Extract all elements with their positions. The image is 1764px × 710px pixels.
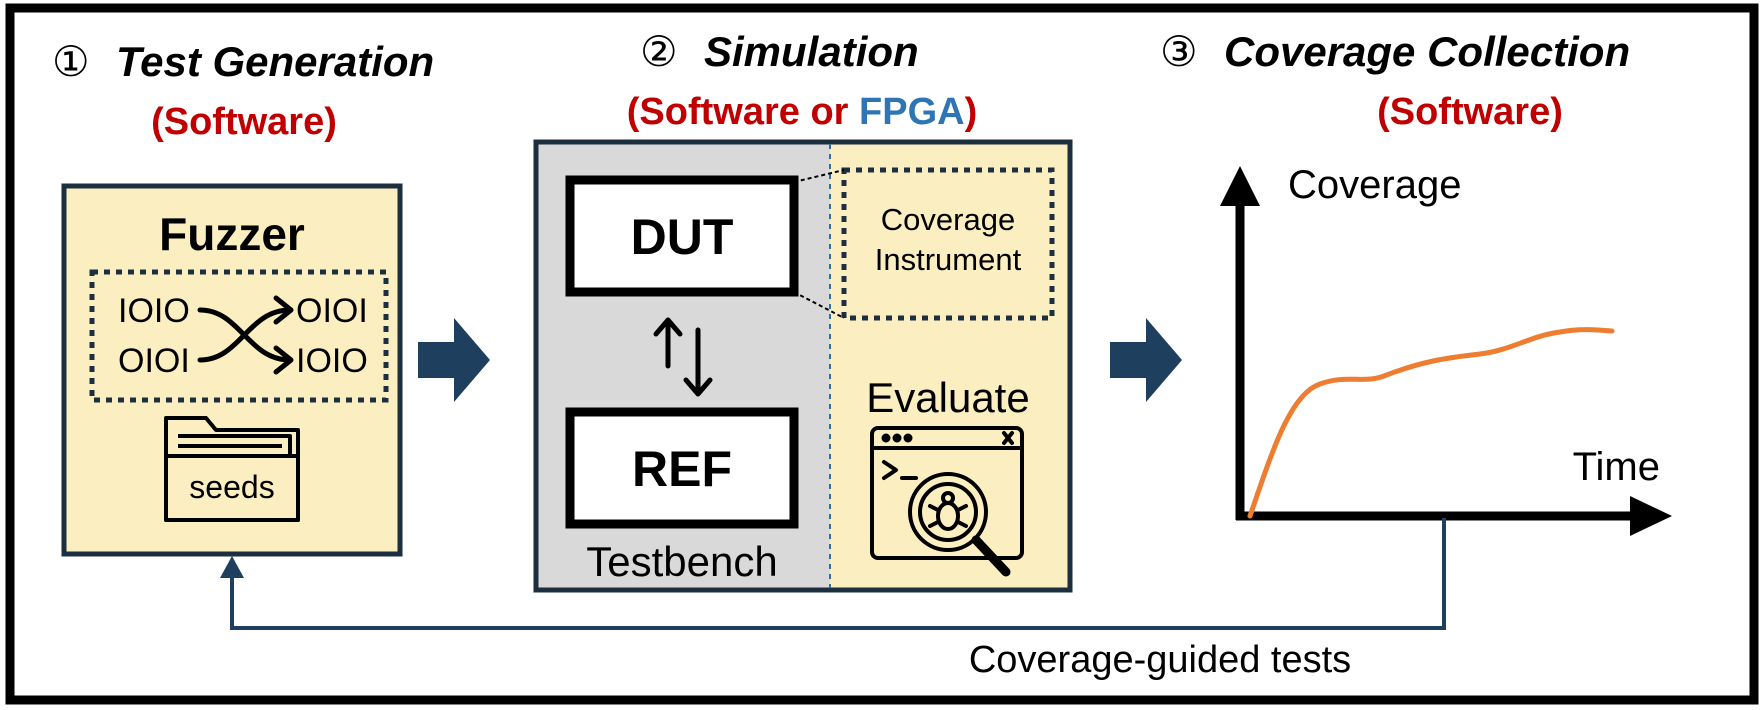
seeds-label: seeds <box>189 469 274 505</box>
stage-1-number: ① <box>52 38 90 85</box>
simulation-panel: DUT REF Testbench Coverage Instrument Ev… <box>533 139 1073 593</box>
debug-magnifier-icon <box>870 426 1024 577</box>
output-bits-1: OIOI <box>296 292 368 330</box>
input-bits-1: IOIO <box>118 292 190 330</box>
fuzzer-title: Fuzzer <box>159 208 305 260</box>
ref-box <box>565 407 799 529</box>
coverage-instrument-line-1: Coverage <box>881 202 1015 237</box>
stage-2-header: ② Simulation (Software or FPGA) <box>627 28 977 133</box>
fuzzer-panel: Fuzzer IOIO OIOI OIOI IOIO seeds <box>61 183 403 557</box>
folder-icon <box>164 416 300 522</box>
platform-fpga-text: FPGA <box>859 91 965 133</box>
stage-3-platform: (Software) <box>1377 91 1563 133</box>
mutation-dotted-box <box>89 269 389 403</box>
dut-box <box>565 175 799 297</box>
dut-label: DUT <box>631 209 734 265</box>
feedback-line <box>230 518 1446 630</box>
coverage-instrument-box <box>841 167 1055 321</box>
coverage-curve <box>1247 327 1615 519</box>
y-axis-arrowhead <box>1220 166 1260 206</box>
testbench-label: Testbench <box>586 538 777 585</box>
simulation-box <box>533 139 1073 593</box>
ref-label: REF <box>632 441 732 497</box>
input-bits-2: OIOI <box>118 342 190 380</box>
flow-arrow-1 <box>418 318 490 402</box>
stage-3-header: ③ Coverage Collection (Software) <box>1160 28 1630 133</box>
platform-software-text: (Software or <box>627 91 859 133</box>
zoom-line-top <box>793 169 845 183</box>
feedback-label: Coverage-guided tests <box>969 639 1351 681</box>
platform-close-text: ) <box>965 91 978 133</box>
stage-1-title: Test Generation <box>116 38 434 85</box>
stage-1-platform: (Software) <box>151 101 337 143</box>
y-axis-label: Coverage <box>1288 163 1461 207</box>
shuffle-icon <box>197 295 294 375</box>
stage-3-title: Coverage Collection <box>1224 28 1630 75</box>
evaluate-label: Evaluate <box>866 374 1029 421</box>
coverage-plot: Coverage Time <box>1220 163 1672 536</box>
coverage-instrument-line-2: Instrument <box>875 242 1022 277</box>
feedback-arrowhead <box>220 556 244 578</box>
stage-3-number: ③ <box>1160 28 1198 75</box>
flow-arrow-2 <box>1110 318 1182 402</box>
zoom-line-bottom <box>793 291 845 319</box>
stage-2-platform: (Software or FPGA) <box>627 91 977 133</box>
x-axis-arrowhead <box>1630 496 1672 536</box>
output-bits-2: IOIO <box>296 342 368 380</box>
x-axis-label: Time <box>1573 445 1660 489</box>
stage-2-number: ② <box>640 28 678 75</box>
stage-2-title: Simulation <box>704 28 919 75</box>
stage-1-header: ① Test Generation (Software) <box>52 38 434 143</box>
bidirectional-arrows-icon <box>653 317 713 397</box>
